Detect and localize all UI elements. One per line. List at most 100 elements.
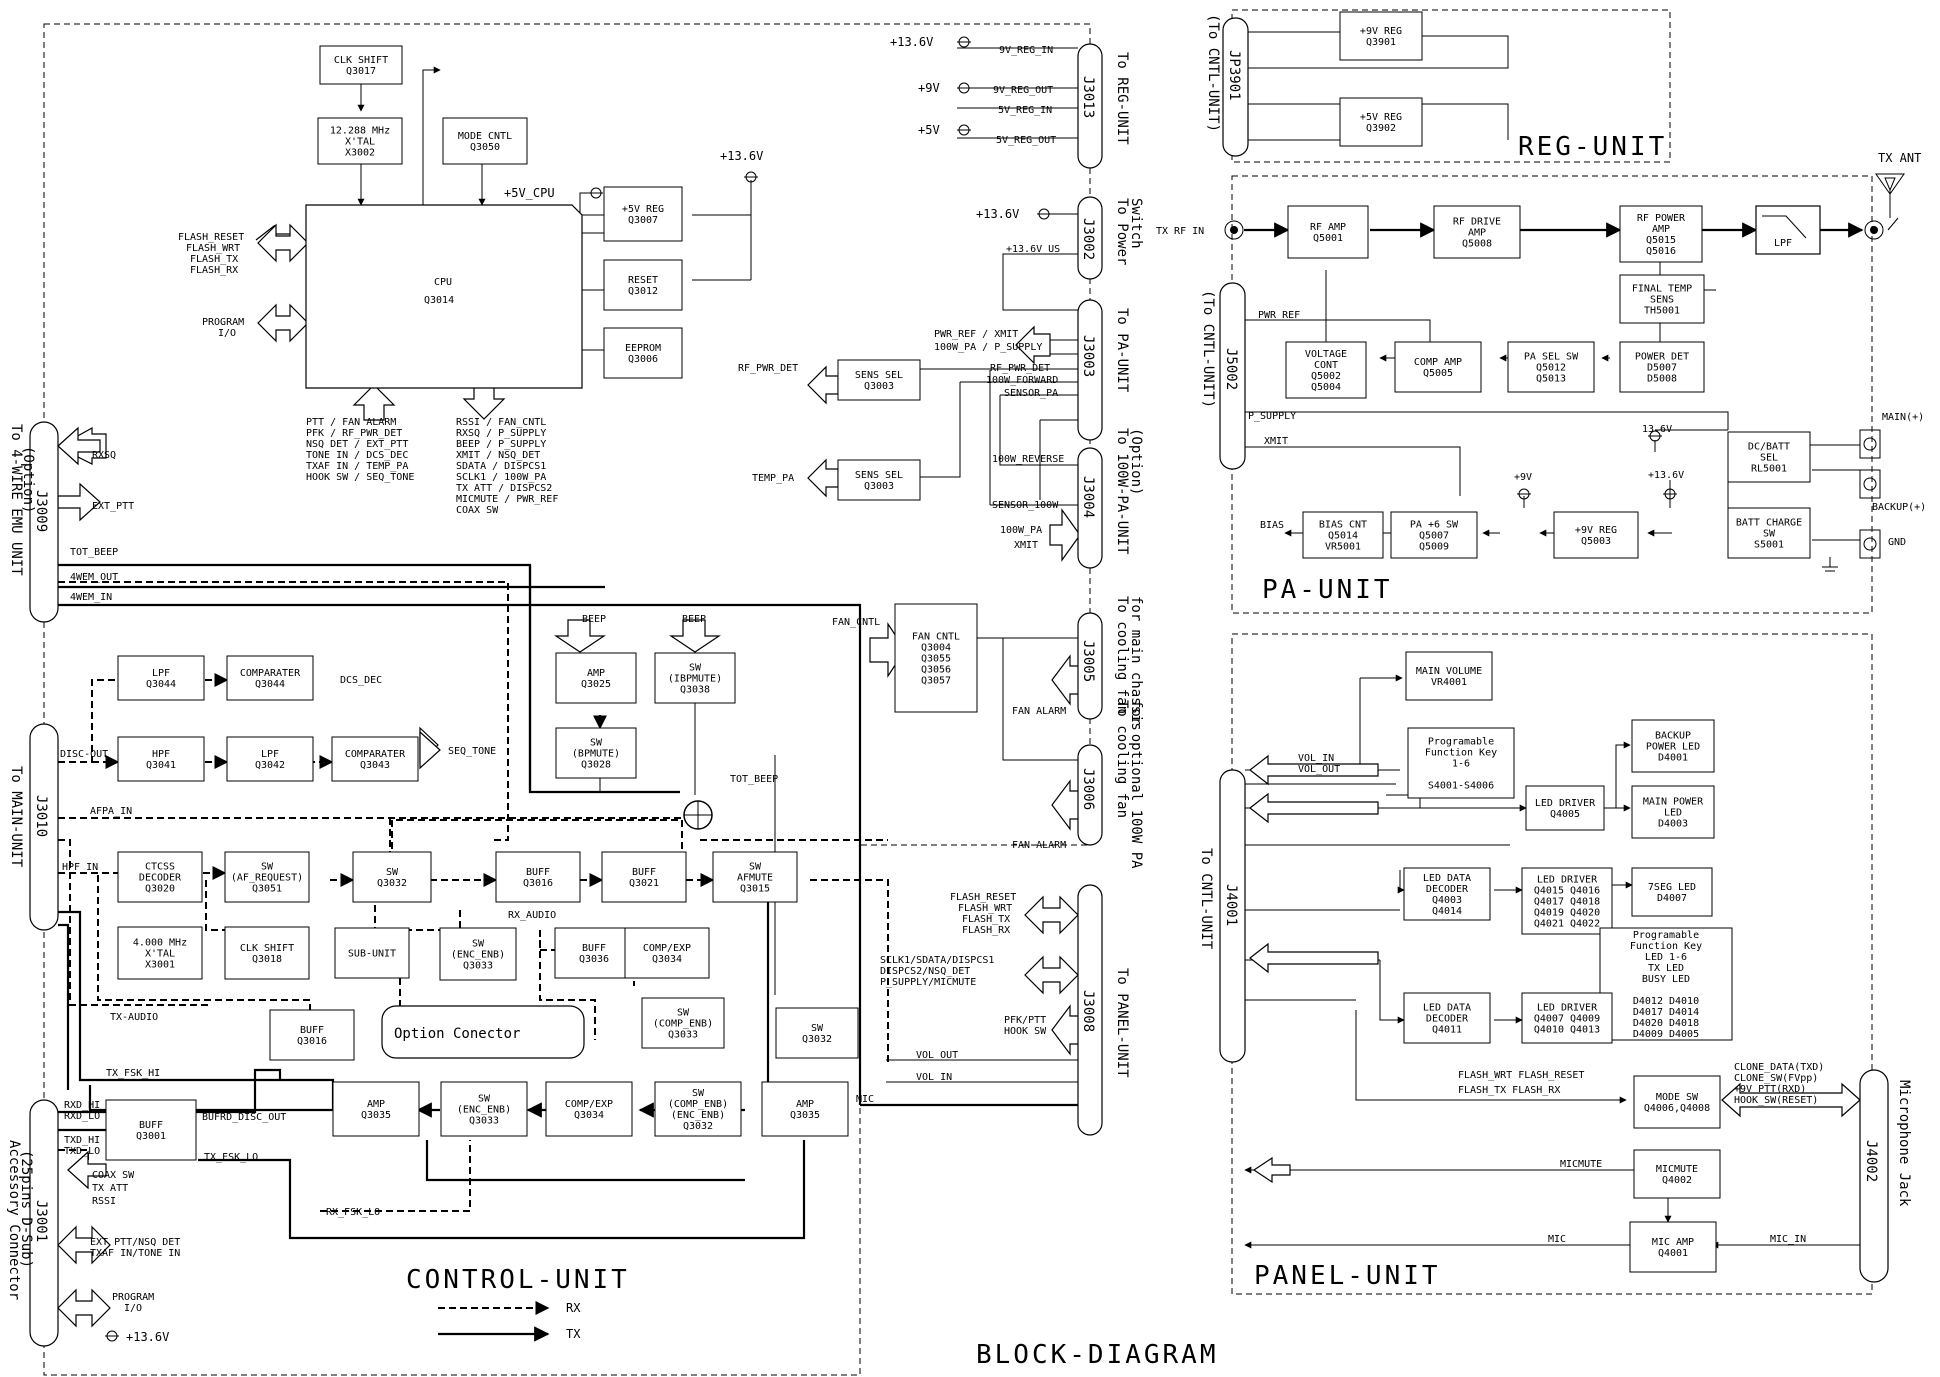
block-frame <box>603 259 683 311</box>
block-text: Q3901 <box>1366 37 1396 48</box>
block-frame <box>1287 205 1369 259</box>
lbl-tx-fsk-hi: TX_FSK_HI <box>106 1068 160 1079</box>
lbl-txatt: TX ATT <box>92 1183 128 1194</box>
lbl-fan-alarm-2: FAN ALARM <box>1012 840 1066 851</box>
block-text: Q5016 <box>1646 246 1676 257</box>
lbl-v5: +5V <box>918 123 940 137</box>
block-sw-3028: SW(BPMUTE)Q3028 <box>555 727 637 779</box>
block-frame <box>1633 1149 1721 1199</box>
connector-j4002 <box>1859 1069 1889 1283</box>
arrow-acc-ext <box>57 1225 111 1265</box>
lbl-rf-pwr-det-in: RF_PWR_DET <box>990 363 1050 374</box>
block-text: Q3025 <box>581 679 611 690</box>
j3013-label: J3013 <box>1080 76 1096 118</box>
block-text: Q3021 <box>629 878 659 889</box>
legend-rx-label: RX <box>566 1301 581 1315</box>
block-text: Q3004 <box>921 643 951 654</box>
block-text: POWER DET <box>1635 352 1689 363</box>
lbl-reg-out-9: 9V_REG_OUT <box>993 85 1053 96</box>
block-text: X'TAL <box>345 137 375 148</box>
block-sw-3033b: SW(COMP_ENB)Q3033 <box>641 997 725 1049</box>
lbl-tx-rf-in: TX RF IN <box>1156 226 1204 237</box>
dest-j3001-a: Accessory Connector <box>6 1140 22 1300</box>
dest-j3005-b: for main chassis <box>1128 596 1144 731</box>
block-text: MODE SW <box>1656 1092 1699 1103</box>
block-text: Q3051 <box>252 884 282 895</box>
lbl-vol-in-p: VOL_IN <box>1298 753 1334 764</box>
cpu-block: CPU Q3014 <box>305 204 583 389</box>
dest-j3009-b: (Option) <box>20 446 36 513</box>
dest-j3005-a: To cooling fan <box>1114 596 1130 714</box>
lbl-j3008-8: PFK/PTT <box>1004 1015 1046 1026</box>
connectors <box>29 17 1889 1347</box>
symbols <box>105 36 1905 1342</box>
program-io-arrow <box>257 303 309 343</box>
jp3901-label: JP3901 <box>1226 50 1242 101</box>
block-text: Q4019 Q4020 <box>1534 908 1600 919</box>
flash-bus-arrow <box>257 223 309 263</box>
arrow-temp-pa <box>807 458 839 498</box>
lbl-sensor-100w: SENSOR_100W <box>992 500 1059 511</box>
block-text: Programable <box>1633 930 1699 941</box>
block-text: BUSY LED <box>1642 974 1690 985</box>
block-text: SENS SEL <box>855 370 903 381</box>
lbl-clone-4: HOOK_SW(RESET) <box>1734 1095 1818 1106</box>
dest-j3006-a: To cooling fan <box>1114 700 1130 818</box>
lbl-vol-out-p: VOL_OUT <box>1298 764 1340 775</box>
block-text: DECODER <box>1426 1014 1469 1025</box>
lbl-100w-pa: 100W_PA <box>1000 525 1042 536</box>
block-text: D4007 <box>1657 893 1687 904</box>
lbl-prog-2: I/O <box>218 328 236 339</box>
connector-j3010 <box>29 723 59 931</box>
block-frame <box>1553 511 1639 559</box>
block-text: Q4017 Q4018 <box>1534 897 1600 908</box>
lbl-seq-tone: SEQ_TONE <box>448 746 496 757</box>
dest-j3002-b: Switch <box>1128 198 1144 249</box>
block-text: Q5004 <box>1311 382 1341 393</box>
lbl-pa-supply: 100W_PA / P_SUPPLY <box>934 342 1042 353</box>
block-sw-3051: SW(AF_REQUEST)Q3051 <box>224 851 310 903</box>
arrow-vol <box>1249 754 1379 786</box>
block-text: Q5003 <box>1581 536 1611 547</box>
signal-labels: +13.6V 9V_REG_IN +9V 9V_REG_OUT 5V_REG_I… <box>60 35 1926 1344</box>
block-frame <box>1405 651 1493 701</box>
block-frame <box>1629 1221 1717 1273</box>
lbl-afpa-in: AFPA_IN <box>90 806 132 817</box>
block-frame <box>775 1007 859 1059</box>
block-text: SENS SEL <box>855 470 903 481</box>
block-text: Q3055 <box>921 654 951 665</box>
lbl-mic-in: MIC_IN <box>1770 1234 1806 1245</box>
block-text: Q5015 <box>1646 235 1676 246</box>
block-text: BUFF <box>139 1120 163 1131</box>
block-frame <box>894 603 978 713</box>
block-text: Q3044 <box>146 679 176 690</box>
block-text: RESET <box>628 275 658 286</box>
block-text: FAN CNTL <box>912 632 960 643</box>
block-frame <box>442 117 528 165</box>
block-frame <box>1403 867 1491 921</box>
block-text: LED DRIVER <box>1537 875 1598 886</box>
j3004-label: J3004 <box>1080 476 1096 518</box>
lbl-fl-2: FLASH_TX FLASH_RX <box>1458 1085 1560 1096</box>
lbl-j3008-2: FLASH_WRT <box>958 903 1012 914</box>
block-frame <box>837 459 921 501</box>
lbl-cpu-out-3: BEEP / P_SUPPLY <box>456 439 546 450</box>
block-text: Q3056 <box>921 665 951 676</box>
arrow-j3008-flash <box>1024 895 1079 935</box>
block-text: CLK SHIFT <box>240 943 294 954</box>
lbl-flash-reset: FLASH_RESET <box>178 232 244 243</box>
lbl-flash-tx: FLASH_TX <box>190 254 238 265</box>
block-text: Q3035 <box>790 1110 820 1121</box>
